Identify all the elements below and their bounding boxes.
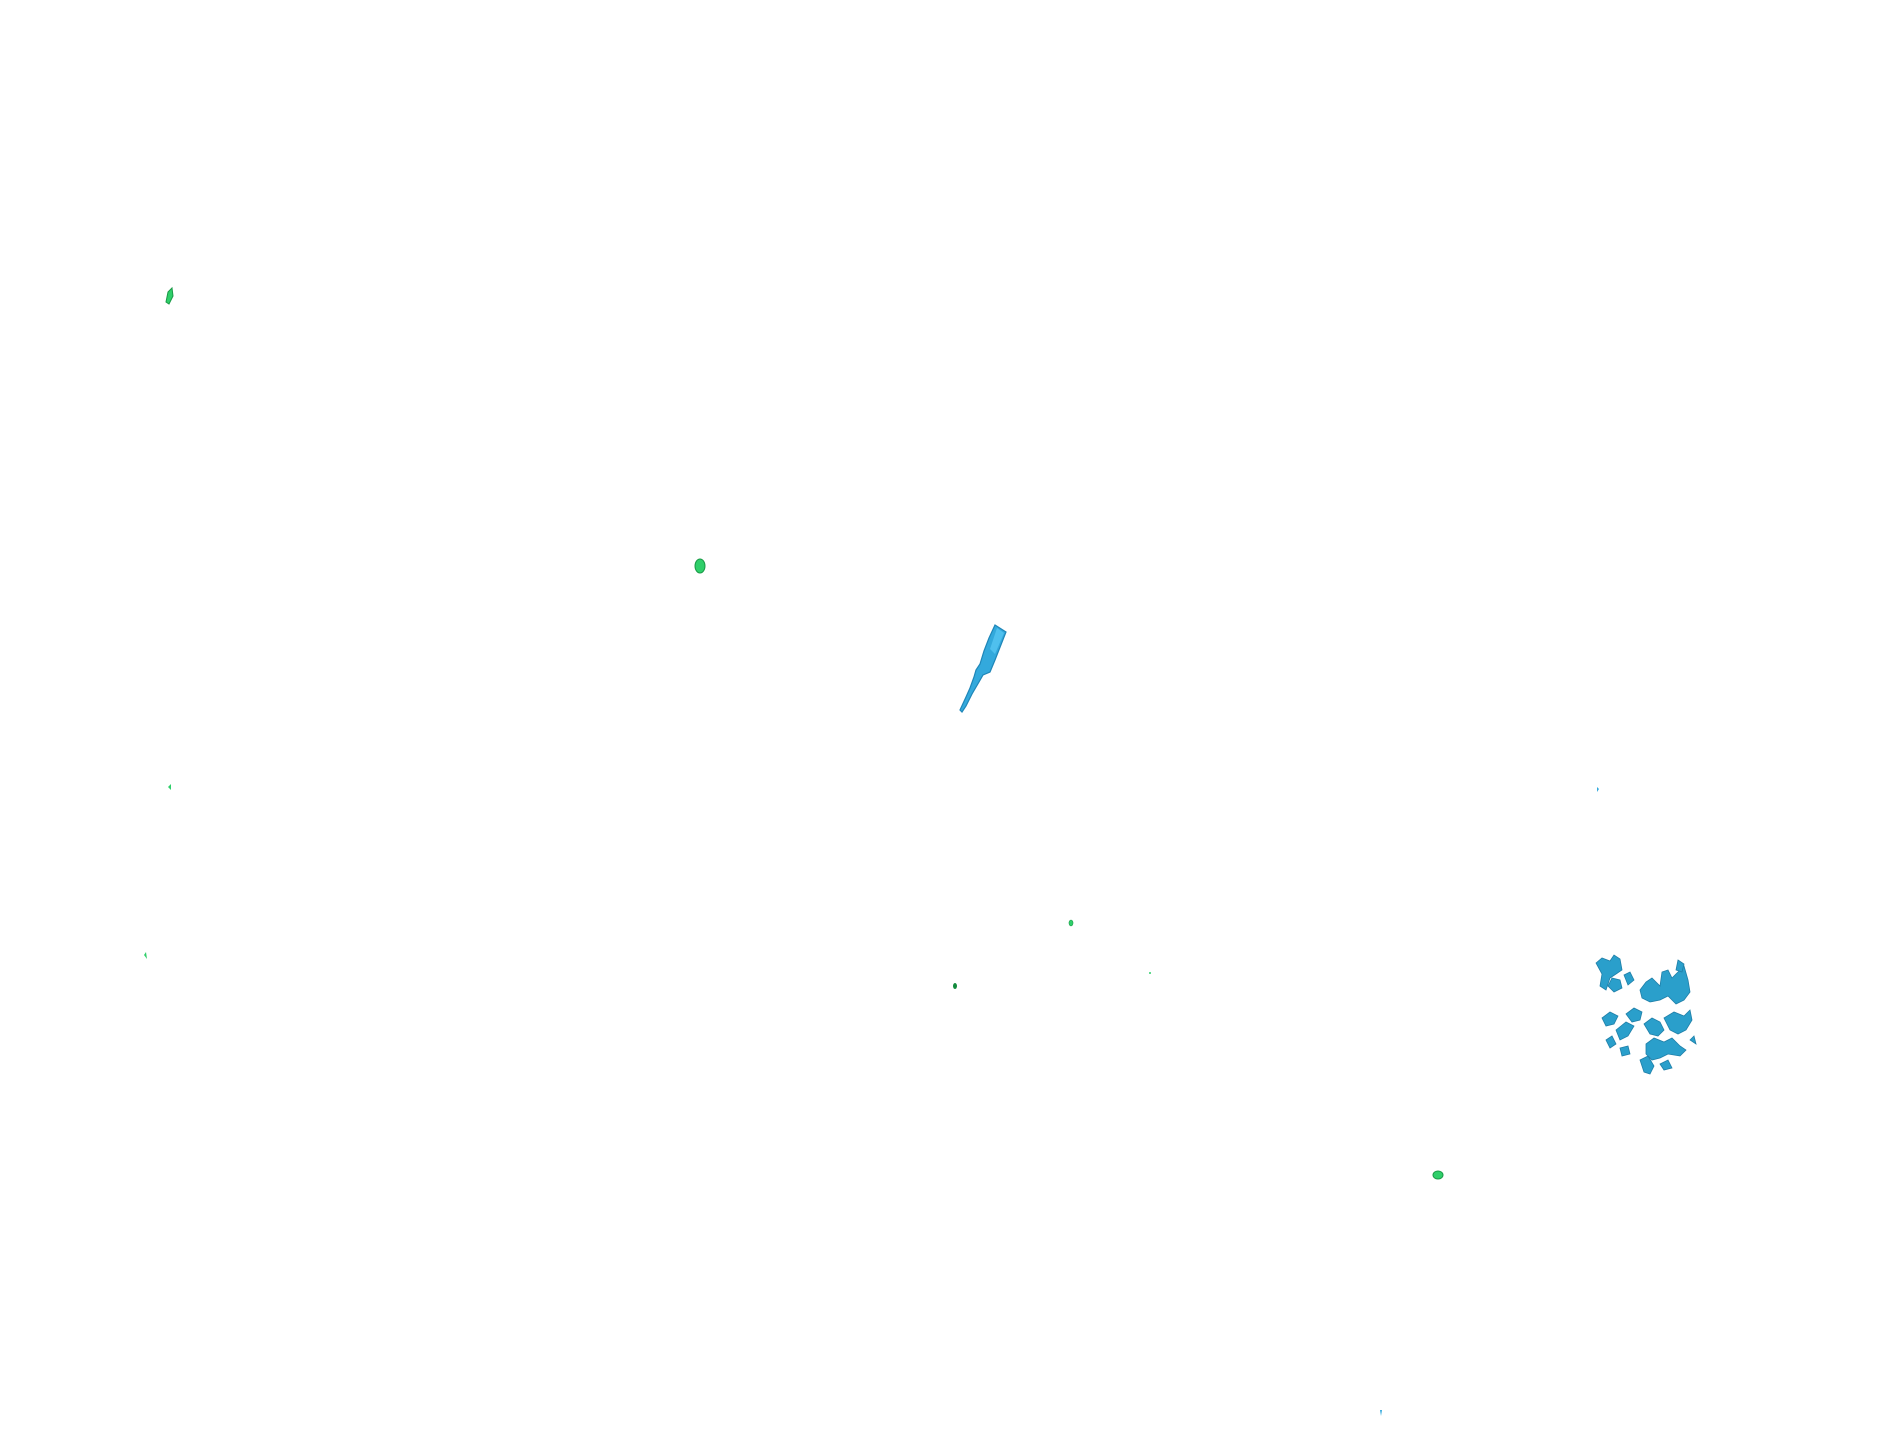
blue-elongated-fragment: [959, 624, 1007, 713]
teal-fragment-cluster: [1595, 954, 1697, 1075]
small-blue-specks: [1380, 787, 1599, 1416]
green-speck-top-left: [165, 286, 174, 305]
small-green-specks: [144, 784, 1444, 1180]
green-blob-center: [694, 558, 706, 574]
